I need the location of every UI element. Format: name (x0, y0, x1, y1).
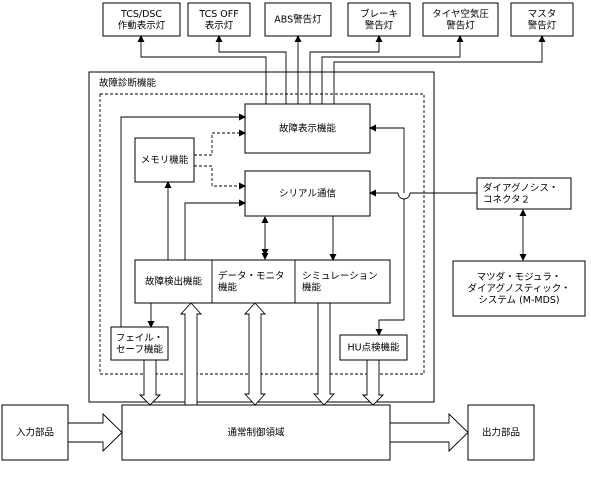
serial-monitor-arrowhead-up (261, 216, 269, 223)
lamp-master: マスタ警告灯 (510, 2, 574, 37)
hu-check-function: HU点検機能 (339, 334, 408, 361)
normal-control-area: 通常制御領域 (121, 404, 391, 461)
failsafe-function: フェイル・セーフ機能 (110, 326, 169, 361)
data-monitor-label: データ・モニタ機能 (218, 269, 285, 293)
serial-comm-label: シリアル通信 (279, 187, 336, 199)
lamp-tire-pressure-label: タイヤ空気圧警告灯 (432, 7, 489, 31)
lamp-brake-label: ブレーキ警告灯 (360, 7, 398, 31)
lamp-master-label: マスタ警告灯 (528, 8, 557, 31)
lamp-brake: ブレーキ警告灯 (347, 2, 411, 37)
internal-connections (120, 113, 477, 336)
lamp-connection-lines (137, 35, 546, 104)
simulation-down-arrow (312, 302, 336, 406)
mmds-arrowhead (519, 254, 527, 261)
failsafe-down-arrow (138, 359, 162, 406)
connector-arrowhead (519, 209, 527, 216)
display-function-label: 故障表示機能 (279, 122, 337, 134)
memory-function: メモリ機能 (134, 137, 195, 183)
simulation-label: シミュレーション機能 (302, 270, 378, 293)
input-parts: 入力部品 (1, 404, 69, 461)
diagnosis-connector-2: ダイアグノシス・コネクタ２ (476, 177, 572, 210)
output-parts: 出力部品 (467, 404, 535, 461)
serial-monitor-arrowhead-down (261, 253, 269, 260)
display-function: 故障表示機能 (244, 103, 371, 154)
output-flow-arrow (389, 412, 469, 453)
detect-up-arrow (179, 302, 203, 406)
mmds-system: マツダ・モジュラ・ダイアグノスティック・システム (M-MDS) (452, 260, 586, 317)
output-parts-label: 出力部品 (482, 426, 520, 438)
diagnosis-title: 故障診断機能 (99, 77, 157, 89)
input-flow-arrow (67, 412, 123, 453)
input-parts-label: 入力部品 (16, 426, 54, 438)
lamp-abs: ABS警告灯 (264, 2, 332, 37)
monitor-bidirectional-arrow (243, 302, 267, 406)
memory-function-label: メモリ機能 (141, 154, 189, 166)
vertical-flow-arrows (138, 302, 385, 406)
lamp-tire-pressure: タイヤ空気圧警告灯 (422, 2, 499, 37)
mmds-label: マツダ・モジュラ・ダイアグノスティック・システム (M-MDS) (467, 271, 570, 306)
fault-detect-label: 故障検出機能 (145, 275, 203, 287)
serial-comm-function: シリアル通信 (244, 170, 371, 217)
failsafe-label: フェイル・セーフ機能 (116, 332, 164, 355)
function-row (134, 259, 391, 304)
diagnosis-dashed-area (99, 93, 425, 375)
lamp-abs-label: ABS警告灯 (274, 13, 322, 25)
memory-dashed-links (194, 129, 246, 190)
hu-check-label: HU点検機能 (347, 341, 400, 353)
hu-check-down-arrow (361, 359, 385, 406)
connector-label: ダイアグノシス・コネクタ２ (483, 181, 558, 205)
control-area-label: 通常制御領域 (227, 426, 285, 438)
